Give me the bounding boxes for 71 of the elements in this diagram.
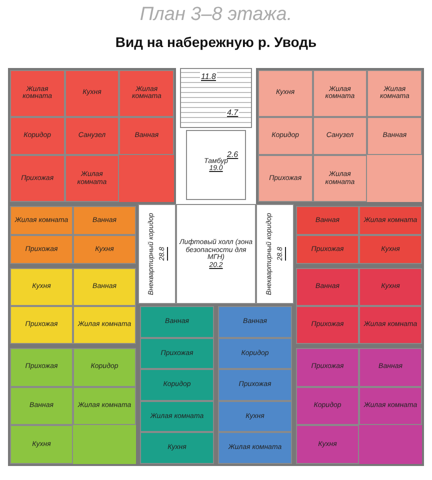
area-value: 4.7	[226, 108, 240, 117]
room	[73, 235, 136, 264]
apartment	[294, 266, 424, 346]
room	[119, 116, 174, 156]
room	[140, 306, 214, 338]
apartment	[294, 346, 424, 466]
room	[367, 70, 422, 117]
room	[359, 306, 422, 344]
room	[359, 348, 422, 387]
apartment	[8, 204, 138, 266]
room	[359, 206, 422, 235]
room	[296, 306, 359, 344]
room	[73, 386, 136, 426]
room	[10, 116, 65, 156]
room	[312, 155, 368, 202]
area-value: 2.6	[226, 150, 240, 159]
room	[140, 432, 214, 464]
room	[73, 268, 136, 306]
room	[312, 116, 368, 156]
room	[359, 386, 422, 426]
room	[10, 348, 73, 387]
room	[140, 369, 214, 401]
room	[140, 400, 214, 432]
room	[296, 268, 359, 306]
room	[119, 70, 174, 117]
room	[73, 348, 136, 387]
common-area	[138, 204, 176, 304]
common-area	[176, 204, 256, 304]
room	[10, 425, 73, 464]
room	[10, 306, 73, 344]
room	[218, 432, 292, 464]
apartment	[8, 68, 176, 204]
room	[296, 235, 359, 264]
room	[64, 116, 120, 156]
room	[218, 306, 292, 338]
room	[367, 116, 422, 156]
room	[296, 348, 359, 387]
plan-subtitle: Вид на набережную р. Уводь	[114, 34, 318, 50]
room	[218, 400, 292, 432]
room	[10, 70, 65, 117]
common-area	[256, 204, 294, 304]
room	[73, 206, 136, 235]
apartment	[216, 304, 294, 466]
apartment	[294, 204, 424, 266]
room	[10, 206, 73, 235]
room	[296, 425, 359, 464]
room	[10, 155, 65, 202]
room	[258, 155, 313, 202]
apartment	[256, 68, 424, 204]
apartment	[138, 304, 216, 466]
room	[64, 70, 120, 117]
room	[296, 206, 359, 235]
room	[258, 116, 313, 156]
room	[73, 306, 136, 344]
plan-title: План 3–8 этажа.	[138, 4, 294, 26]
apartment	[8, 346, 138, 466]
room	[64, 155, 120, 202]
room	[296, 386, 359, 426]
common-area	[186, 130, 246, 200]
room	[218, 369, 292, 401]
room	[140, 338, 214, 370]
room	[10, 268, 73, 306]
room	[10, 386, 73, 426]
room	[258, 70, 313, 117]
room	[312, 70, 368, 117]
room	[359, 268, 422, 306]
room	[359, 235, 422, 264]
area-value: 11.8	[200, 72, 217, 81]
room	[218, 338, 292, 370]
apartment	[8, 266, 138, 346]
room	[10, 235, 73, 264]
